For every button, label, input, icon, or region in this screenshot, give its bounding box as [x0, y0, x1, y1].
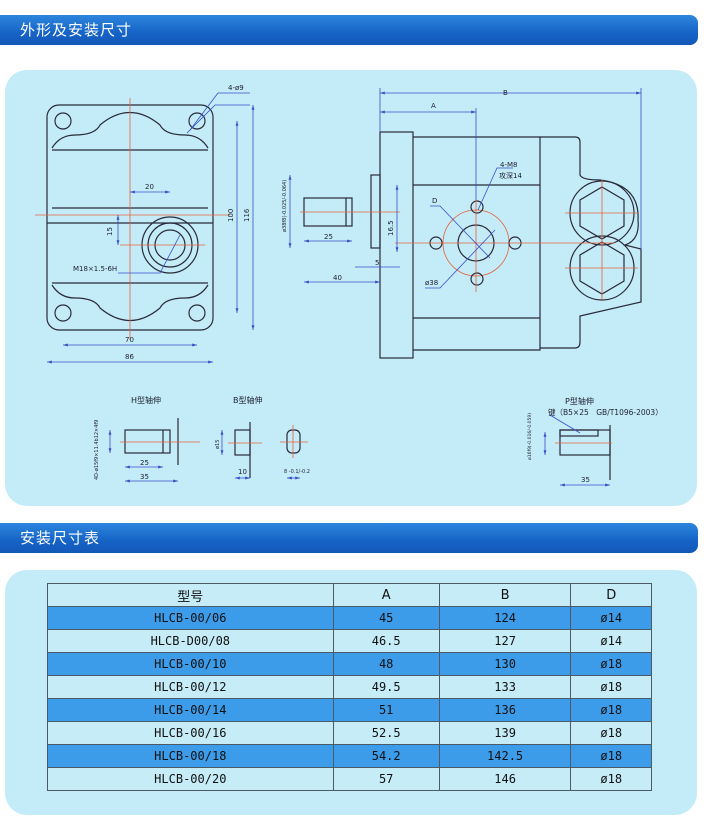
dim-dia16: ø16f9(-0.016/-0.059): [527, 413, 533, 460]
cell-model: HLCB-00/18: [47, 744, 334, 768]
cell-D: ø14: [570, 606, 652, 630]
dim-25: 25: [324, 233, 333, 241]
h-shaft-detail: H型轴伸 4D-ø15f9×11.4b12×4f9 25 35: [94, 395, 200, 483]
flat-tolerance: 8 -0.1/-0.2: [284, 469, 310, 475]
cell-model: HLCB-00/20: [47, 767, 334, 791]
front-view: 4-ø9 20 15 M18×1.5-6H 100 116 70 86: [35, 84, 255, 364]
p-shaft-detail: P型轴伸 键（B5×25 GB/T1096-2003） ø16f9(-0.016…: [527, 396, 663, 487]
header-A: A: [332, 583, 440, 607]
cell-B: 130: [438, 652, 572, 676]
spline-label: 4D-ø15f9×11.4b12×4f9: [94, 420, 100, 480]
dim-35: 35: [581, 476, 590, 484]
cell-model: HLCB-00/16: [47, 721, 334, 745]
cell-B: 139: [438, 721, 572, 745]
cell-model: HLCB-00/06: [47, 606, 334, 630]
cell-B: 127: [438, 629, 572, 653]
section-header-dimensions: 外形及安装尺寸: [0, 15, 698, 45]
cell-D: ø14: [570, 629, 652, 653]
header-D: D: [570, 583, 652, 607]
drawing-panel: [5, 70, 697, 506]
key-label: 键（B5×25 GB/T1096-2003）: [548, 407, 663, 417]
cell-A: 52.5: [332, 721, 440, 745]
cell-B: 142.5: [438, 744, 572, 768]
cell-A: 49.5: [332, 675, 440, 699]
b-shaft-detail: B型轴伸 ø15 10 8 -0.1/-0.2: [215, 395, 310, 480]
depth-label: 攻深14: [499, 171, 522, 180]
cell-D: ø18: [570, 652, 652, 676]
cell-B: 124: [438, 606, 572, 630]
cell-model: HLCB-00/12: [47, 675, 334, 699]
bolts-label: 4-M8: [500, 161, 517, 169]
side-view: B A ø38f8(-0.025/-0.064) 25 40 5 16.5 D …: [282, 88, 642, 359]
dim-16-5: 16.5: [387, 220, 395, 236]
cell-model: HLCB-00/14: [47, 698, 334, 722]
dim-20: 20: [145, 183, 154, 191]
cell-D: ø18: [570, 767, 652, 791]
cell-D: ø18: [570, 675, 652, 699]
cell-D: ø18: [570, 721, 652, 745]
cell-D: ø18: [570, 698, 652, 722]
dim-dia15: ø15: [215, 440, 221, 449]
dim-40: 40: [333, 274, 342, 282]
cell-A: 57: [332, 767, 440, 791]
cell-B: 136: [438, 698, 572, 722]
header-B: B: [438, 583, 572, 607]
dim-5: 5: [375, 259, 379, 267]
dim-25: 25: [140, 459, 149, 467]
dim-35: 35: [140, 473, 149, 481]
cell-B: 133: [438, 675, 572, 699]
dim-70: 70: [125, 336, 134, 344]
dim-15: 15: [106, 227, 114, 236]
dim-10: 10: [238, 468, 247, 476]
dim-86: 86: [125, 353, 134, 361]
pcd-label: ø38: [425, 279, 438, 287]
cell-A: 48: [332, 652, 440, 676]
b-shaft-title: B型轴伸: [233, 395, 263, 405]
cell-B: 146: [438, 767, 572, 791]
cell-A: 54.2: [332, 744, 440, 768]
dim-116: 116: [243, 208, 251, 222]
cell-model: HLCB-00/10: [47, 652, 334, 676]
dim-B: B: [503, 89, 508, 97]
dim-100: 100: [227, 209, 235, 222]
cell-A: 46.5: [332, 629, 440, 653]
label-D: D: [432, 197, 437, 205]
dim-A: A: [431, 102, 436, 110]
cell-A: 51: [332, 698, 440, 722]
cell-A: 45: [332, 606, 440, 630]
p-shaft-title: P型轴伸: [565, 396, 594, 406]
holes-label: 4-ø9: [228, 84, 244, 92]
section-header-table: 安装尺寸表: [0, 523, 698, 553]
cell-D: ø18: [570, 744, 652, 768]
pilot-dia-label: ø38f8(-0.025/-0.064): [282, 180, 288, 232]
thread-label: M18×1.5-6H: [73, 265, 117, 273]
cell-model: HLCB-D00/08: [47, 629, 334, 653]
header-model: 型号: [47, 583, 334, 607]
table-header-row: 型号 A B D: [47, 583, 652, 607]
h-shaft-title: H型轴伸: [131, 395, 161, 405]
